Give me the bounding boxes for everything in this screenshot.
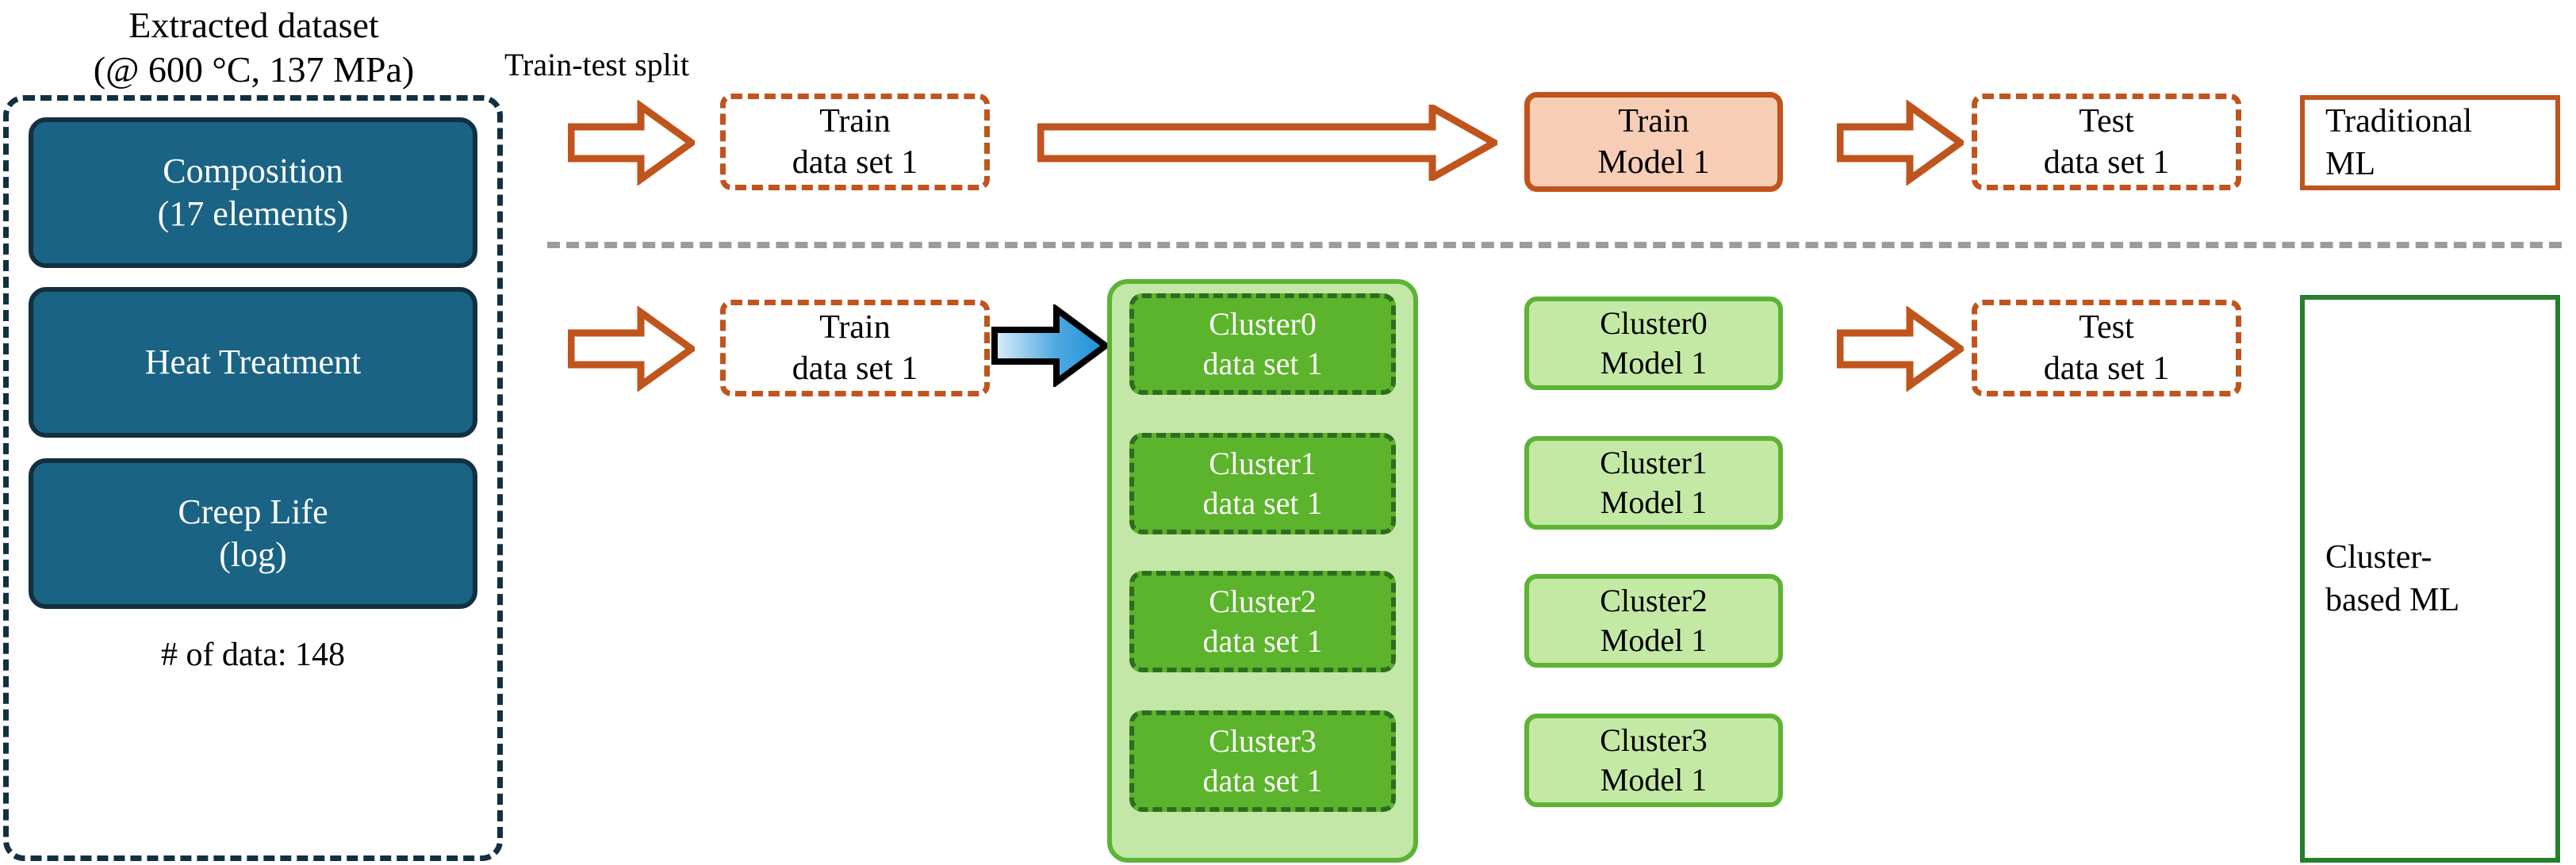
legend-cluster-based-ml: Cluster- based ML	[2300, 295, 2560, 863]
legend-cluster-based-ml-line1: Cluster-	[2325, 539, 2432, 576]
cluster-model-box-1[interactable]: Cluster1 Model 1	[1524, 436, 1783, 530]
legend-traditional-ml-line2: ML	[2325, 146, 2375, 182]
train-model-box-line1: Train	[1618, 103, 1689, 140]
cluster-model-box-3-line2: Model 1	[1600, 762, 1708, 798]
cluster-dataset-box-2[interactable]: Cluster2 data set 1	[1129, 571, 1396, 672]
train-dataset-box-cluster-line1: Train	[819, 309, 891, 346]
dataset-title-line1: Extracted dataset	[128, 5, 379, 45]
cluster-model-box-2-line1: Cluster2	[1600, 583, 1708, 618]
test-dataset-box-traditional-line1: Test	[2079, 103, 2134, 140]
cluster-model-box-1-line1: Cluster1	[1600, 445, 1708, 480]
cluster-dataset-box-3-line1: Cluster3	[1209, 723, 1317, 759]
arrow-right-icon	[1836, 99, 1967, 186]
train-dataset-box-cluster[interactable]: Train data set 1	[720, 300, 990, 396]
legend-traditional-ml-line1: Traditional	[2325, 103, 2473, 140]
cluster-dataset-box-3[interactable]: Cluster3 data set 1	[1129, 710, 1396, 812]
train-model-box-line2: Model 1	[1597, 144, 1710, 181]
feature-box-composition-line2: (17 elements)	[157, 194, 349, 233]
cluster-model-box-0-line1: Cluster0	[1600, 305, 1708, 341]
arrow-right-icon	[1836, 305, 1967, 392]
feature-box-composition-line1: Composition	[163, 151, 343, 190]
feature-box-creep-life[interactable]: Creep Life (log)	[29, 458, 477, 609]
cluster-dataset-box-0-line2: data set 1	[1202, 346, 1323, 381]
train-test-split-label: Train-test split	[504, 47, 689, 82]
data-count-label: # of data: 148	[160, 637, 346, 673]
train-dataset-box-traditional-line1: Train	[819, 103, 891, 140]
test-dataset-box-cluster-line1: Test	[2079, 309, 2134, 346]
cluster-model-box-1-line2: Model 1	[1600, 484, 1708, 520]
long-arrow-right-icon	[1037, 101, 1502, 184]
cluster-dataset-box-0-line1: Cluster0	[1209, 306, 1317, 342]
legend-traditional-ml: Traditional ML	[2300, 95, 2560, 190]
cluster-dataset-box-2-line2: data set 1	[1202, 623, 1323, 659]
cluster-dataset-box-3-line2: data set 1	[1202, 763, 1323, 798]
feature-box-creep-life-line1: Creep Life	[178, 492, 328, 531]
arrow-right-icon	[567, 305, 698, 392]
cluster-dataset-box-0[interactable]: Cluster0 data set 1	[1129, 293, 1396, 395]
cluster-model-box-0[interactable]: Cluster0 Model 1	[1524, 297, 1783, 390]
test-dataset-box-traditional[interactable]: Test data set 1	[1972, 94, 2241, 190]
cluster-dataset-box-1[interactable]: Cluster1 data set 1	[1129, 433, 1396, 534]
train-dataset-box-traditional-line2: data set 1	[792, 144, 918, 181]
dataset-title-line2: (@ 600 °C, 137 MPa)	[93, 49, 415, 90]
cluster-dataset-box-1-line1: Cluster1	[1209, 446, 1317, 481]
cluster-model-box-2-line2: Model 1	[1600, 622, 1708, 658]
blue-gradient-arrow-icon	[990, 303, 1111, 388]
train-dataset-box-cluster-line2: data set 1	[792, 350, 918, 387]
cluster-model-box-2[interactable]: Cluster2 Model 1	[1524, 574, 1783, 668]
arrow-right-icon	[567, 99, 698, 186]
dataset-title: Extracted dataset (@ 600 °C, 137 MPa)	[79, 3, 428, 92]
legend-cluster-based-ml-line2: based ML	[2325, 582, 2460, 618]
test-dataset-box-cluster-line2: data set 1	[2043, 350, 2170, 387]
cluster-dataset-box-1-line2: data set 1	[1202, 485, 1323, 521]
test-dataset-box-traditional-line2: data set 1	[2043, 144, 2170, 181]
row-divider	[547, 242, 2562, 248]
feature-box-composition[interactable]: Composition (17 elements)	[29, 117, 477, 268]
test-dataset-box-cluster[interactable]: Test data set 1	[1972, 300, 2241, 396]
cluster-model-box-0-line2: Model 1	[1600, 345, 1708, 381]
cluster-dataset-box-2-line1: Cluster2	[1209, 584, 1317, 619]
feature-box-heat-treatment[interactable]: Heat Treatment	[29, 287, 477, 438]
feature-box-creep-life-line2: (log)	[219, 535, 287, 574]
feature-box-heat-treatment-line1: Heat Treatment	[144, 343, 362, 381]
train-dataset-box-traditional[interactable]: Train data set 1	[720, 94, 990, 190]
cluster-model-box-3-line1: Cluster3	[1600, 722, 1708, 758]
train-model-box[interactable]: Train Model 1	[1524, 92, 1783, 192]
cluster-model-box-3[interactable]: Cluster3 Model 1	[1524, 714, 1783, 807]
